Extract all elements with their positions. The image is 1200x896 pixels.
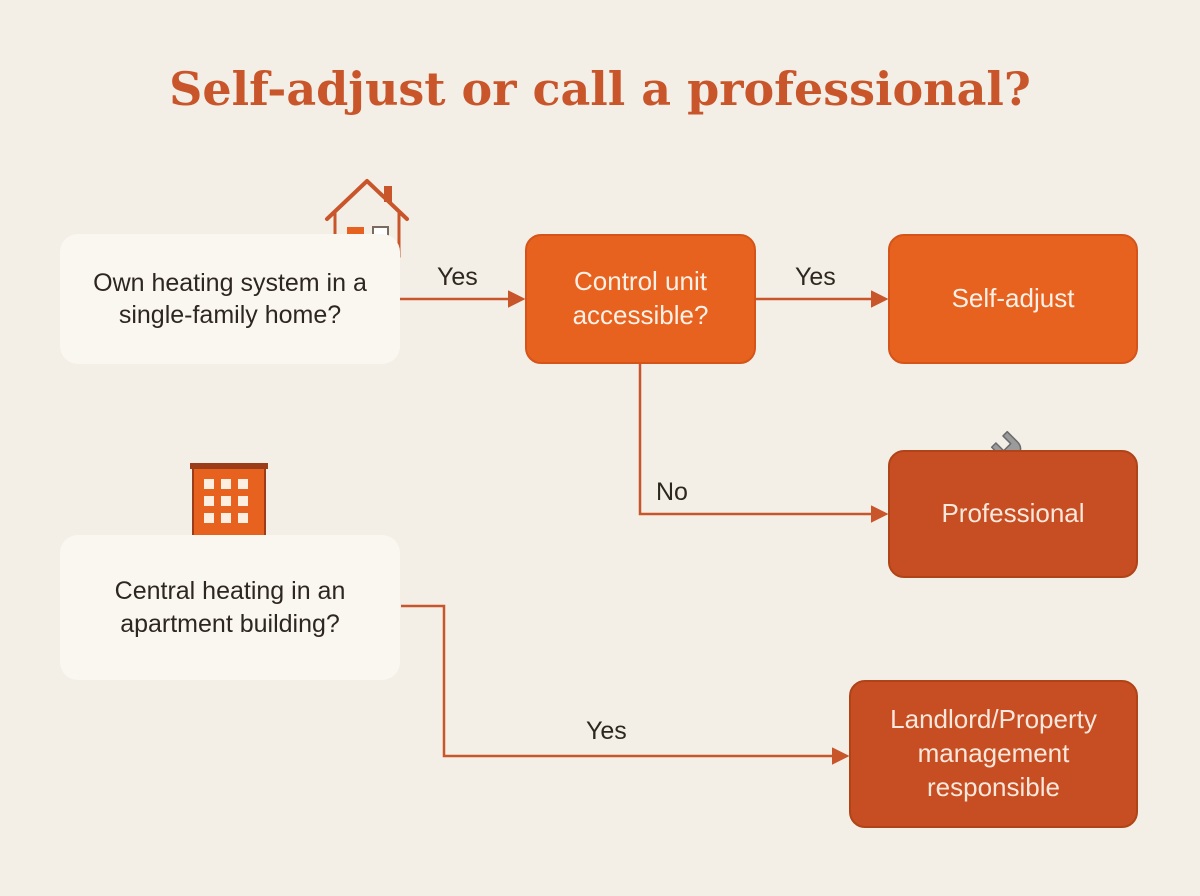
node-landlord-label: Landlord/Property management responsible [890, 704, 1097, 802]
node-own-heating-system: Own heating system in a single-family ho… [60, 234, 400, 364]
node-landlord: Landlord/Property management responsible [849, 680, 1138, 828]
node-professional: Professional [888, 450, 1138, 578]
edge-label-control-to-self: Yes [795, 263, 836, 291]
node-central-heating: Central heating in an apartment building… [60, 535, 400, 680]
connector-control-to-professional [638, 364, 889, 523]
edge-label-own-to-control: Yes [437, 263, 478, 291]
node-own-heating-system-label: Own heating system in a single-family ho… [93, 268, 367, 330]
connector-central-to-landlord [401, 604, 850, 765]
node-control-unit-label: Control unit accessible? [572, 266, 709, 330]
node-professional-label: Professional [941, 498, 1085, 529]
edge-label-central-to-landlord: Yes [586, 717, 627, 745]
node-central-heating-label: Central heating in an apartment building… [114, 577, 346, 638]
node-self-adjust-label: Self-adjust [951, 283, 1075, 314]
edge-label-control-to-professional: No [656, 478, 688, 506]
page-title: Self-adjust or call a professional? [169, 62, 1031, 116]
node-control-unit: Control unit accessible? [525, 234, 756, 364]
node-self-adjust: Self-adjust [888, 234, 1138, 364]
